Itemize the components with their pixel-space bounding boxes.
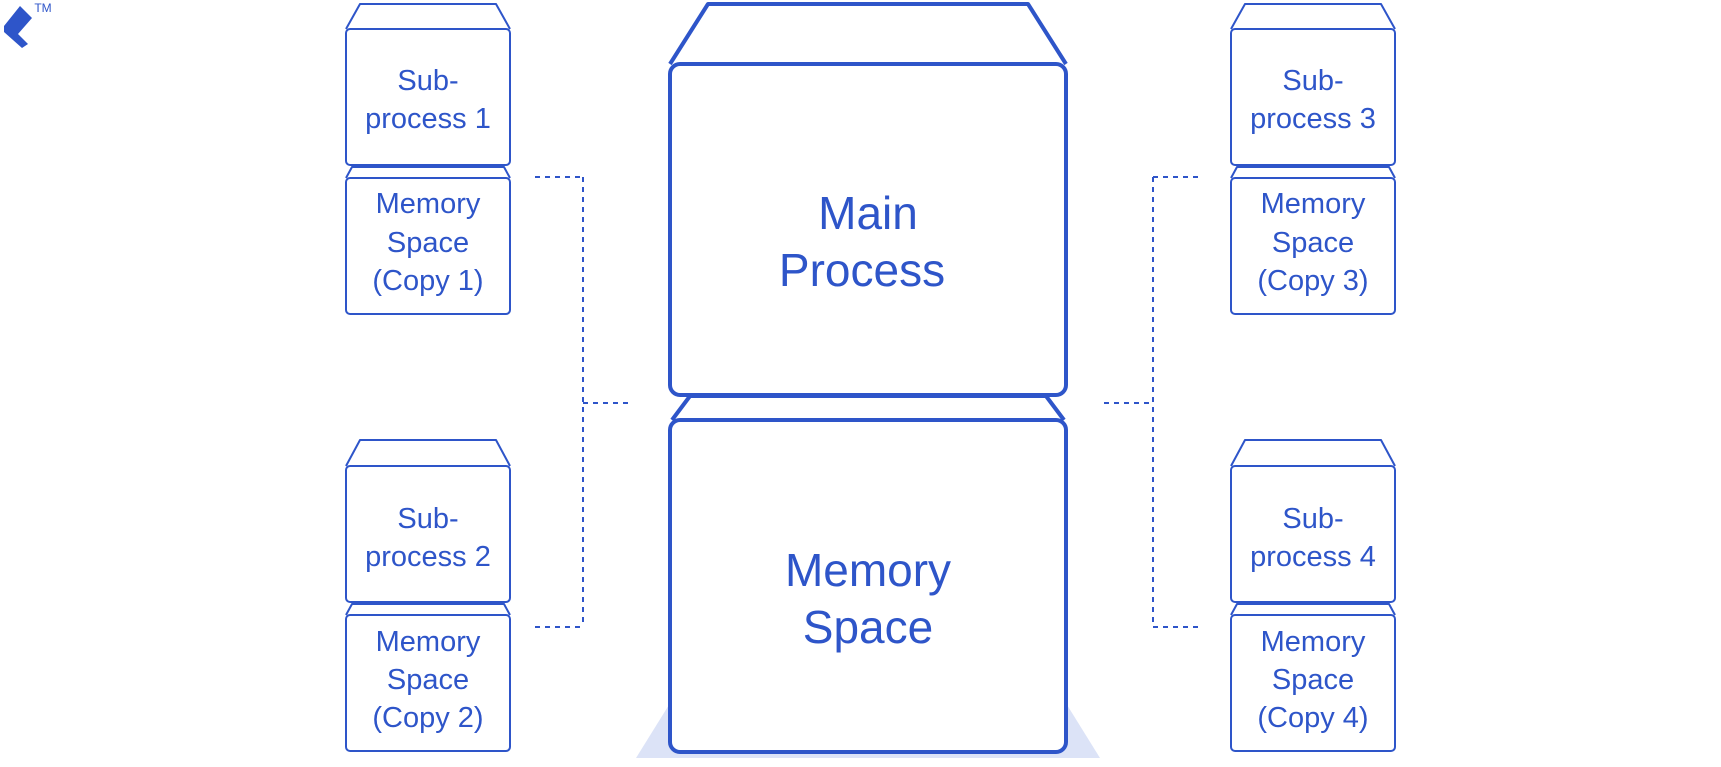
- subprocess-1-label-line1: Sub-: [397, 65, 458, 97]
- toptal-logo-icon: [4, 6, 32, 48]
- subprocess-4-stack: Sub- process 4 Memory Space (Copy 4): [1230, 439, 1396, 752]
- subprocess-2-memory-box: Memory Space (Copy 2): [345, 603, 511, 752]
- subprocess-1-label-line2: process 1: [365, 103, 491, 135]
- main-memory-box: Memory Space: [668, 394, 1068, 754]
- main-memory-lid: [670, 394, 1066, 422]
- main-process-box: Main Process: [668, 2, 1068, 397]
- subprocess-2-memory-line3: (Copy 2): [372, 702, 483, 734]
- subprocess-4-memory-box: Memory Space (Copy 4): [1230, 603, 1396, 752]
- subprocess-1-stack: Sub- process 1 Memory Space (Copy 1): [345, 3, 511, 315]
- subprocess-3-memory-line3: (Copy 3): [1257, 265, 1368, 297]
- subprocess-2-stack: Sub- process 2 Memory Space (Copy 2): [345, 439, 511, 752]
- main-process-label-line1: Main: [818, 187, 918, 239]
- subprocess-4-box: Sub- process 4: [1230, 439, 1396, 603]
- subprocess-1-memory-line3: (Copy 1): [372, 265, 483, 297]
- subprocess-2-label-line1: Sub-: [397, 503, 458, 535]
- subprocess-3-box: Sub- process 3: [1230, 3, 1396, 166]
- subprocess-4-label-line2: process 4: [1250, 541, 1376, 573]
- main-stack: Main Process Memory Space: [636, 2, 1100, 758]
- subprocess-1-memory-line1: Memory: [376, 188, 481, 220]
- main-memory-label-line1: Memory: [785, 544, 951, 596]
- subprocess-1-box: Sub- process 1: [345, 3, 511, 166]
- right-connector: [1104, 176, 1202, 628]
- subprocess-3-label-line1: Sub-: [1282, 65, 1343, 97]
- subprocess-2-box: Sub- process 2: [345, 439, 511, 603]
- main-memory-label-line2: Space: [803, 601, 933, 653]
- subprocess-1-memory-line2: Space: [387, 227, 469, 259]
- subprocess-4-memory-line3: (Copy 4): [1257, 702, 1368, 734]
- left-connector: [535, 176, 633, 628]
- subprocess-3-memory-line1: Memory: [1261, 188, 1366, 220]
- subprocess-1-memory-box: Memory Space (Copy 1): [345, 166, 511, 315]
- main-process-lid: [668, 2, 1068, 66]
- subprocess-4-label-line1: Sub-: [1282, 503, 1343, 535]
- subprocess-3-memory-box: Memory Space (Copy 3): [1230, 166, 1396, 315]
- subprocess-2-memory-line2: Space: [387, 664, 469, 696]
- subprocess-2-memory-line1: Memory: [376, 626, 481, 658]
- logo: TM: [4, 1, 52, 48]
- subprocess-3-memory-line2: Space: [1272, 227, 1354, 259]
- subprocess-4-memory-line1: Memory: [1261, 626, 1366, 658]
- trademark-mark: TM: [34, 1, 51, 15]
- subprocess-3-stack: Sub- process 3 Memory Space (Copy 3): [1230, 3, 1396, 315]
- main-memory-body: [668, 418, 1068, 754]
- subprocess-3-label-line2: process 3: [1250, 103, 1376, 135]
- subprocess-4-memory-line2: Space: [1272, 664, 1354, 696]
- subprocess-2-label-line2: process 2: [365, 541, 491, 573]
- main-process-label-line2: Process: [779, 244, 945, 296]
